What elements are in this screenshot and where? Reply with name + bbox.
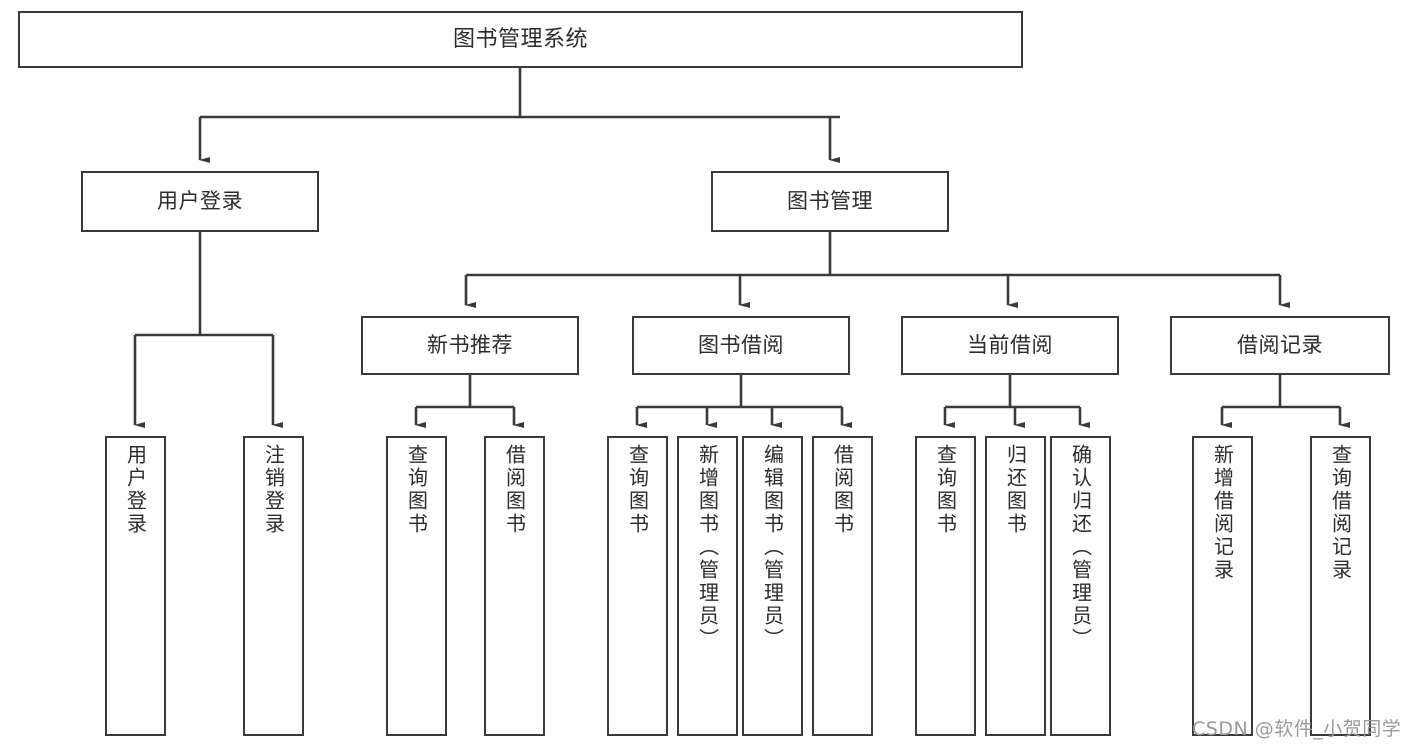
node-leaf-return-book[interactable]: 归还图书 xyxy=(985,436,1046,736)
node-leaf-query-book-3[interactable]: 查询图书 xyxy=(915,436,976,736)
node-book-manage-label: 图书管理 xyxy=(787,189,873,214)
csdn-watermark: CSDN @软件_小贺同学 xyxy=(1192,718,1402,740)
node-leaf-add-record-label: 新增借阅记录 xyxy=(1210,444,1235,582)
node-current-borrow-label: 当前借阅 xyxy=(967,333,1053,358)
node-leaf-edit-book[interactable]: 编辑图书（管理员） xyxy=(742,436,803,736)
node-leaf-query-record[interactable]: 查询借阅记录 xyxy=(1310,436,1371,736)
node-leaf-borrow-book-2-label: 借阅图书 xyxy=(830,444,855,536)
node-leaf-borrow-book-1-label: 借阅图书 xyxy=(502,444,527,536)
node-current-borrow[interactable]: 当前借阅 xyxy=(901,316,1119,375)
node-leaf-user-login[interactable]: 用户登录 xyxy=(105,436,166,736)
node-leaf-query-record-label: 查询借阅记录 xyxy=(1328,444,1353,582)
node-new-book-recommend[interactable]: 新书推荐 xyxy=(361,316,579,375)
node-leaf-query-book-2-label: 查询图书 xyxy=(625,444,650,536)
node-book-manage[interactable]: 图书管理 xyxy=(711,171,949,232)
node-leaf-borrow-book-2[interactable]: 借阅图书 xyxy=(812,436,873,736)
node-leaf-add-record[interactable]: 新增借阅记录 xyxy=(1192,436,1253,736)
node-borrow-record[interactable]: 借阅记录 xyxy=(1170,316,1390,375)
node-leaf-confirm-return-label: 确认归还（管理员） xyxy=(1068,444,1093,651)
node-book-borrow-label: 图书借阅 xyxy=(698,333,784,358)
node-leaf-query-book-3-label: 查询图书 xyxy=(933,444,958,536)
node-root-label: 图书管理系统 xyxy=(452,26,588,52)
node-borrow-record-label: 借阅记录 xyxy=(1237,333,1323,358)
node-leaf-query-book-1-label: 查询图书 xyxy=(404,444,429,536)
node-leaf-add-book[interactable]: 新增图书（管理员） xyxy=(677,436,738,736)
node-user-login-label: 用户登录 xyxy=(157,189,243,214)
node-new-book-recommend-label: 新书推荐 xyxy=(427,333,513,358)
node-book-borrow[interactable]: 图书借阅 xyxy=(632,316,850,375)
node-leaf-edit-book-label: 编辑图书（管理员） xyxy=(760,444,785,651)
node-leaf-user-login-label: 用户登录 xyxy=(123,444,148,536)
node-leaf-query-book-1[interactable]: 查询图书 xyxy=(386,436,447,736)
node-user-login[interactable]: 用户登录 xyxy=(81,171,319,232)
node-leaf-user-logout-label: 注销登录 xyxy=(261,444,286,536)
node-leaf-add-book-label: 新增图书（管理员） xyxy=(695,444,720,651)
node-leaf-return-book-label: 归还图书 xyxy=(1003,444,1028,536)
node-leaf-user-logout[interactable]: 注销登录 xyxy=(243,436,304,736)
node-leaf-confirm-return[interactable]: 确认归还（管理员） xyxy=(1050,436,1111,736)
node-root[interactable]: 图书管理系统 xyxy=(18,11,1023,68)
node-leaf-query-book-2[interactable]: 查询图书 xyxy=(607,436,668,736)
node-leaf-borrow-book-1[interactable]: 借阅图书 xyxy=(484,436,545,736)
